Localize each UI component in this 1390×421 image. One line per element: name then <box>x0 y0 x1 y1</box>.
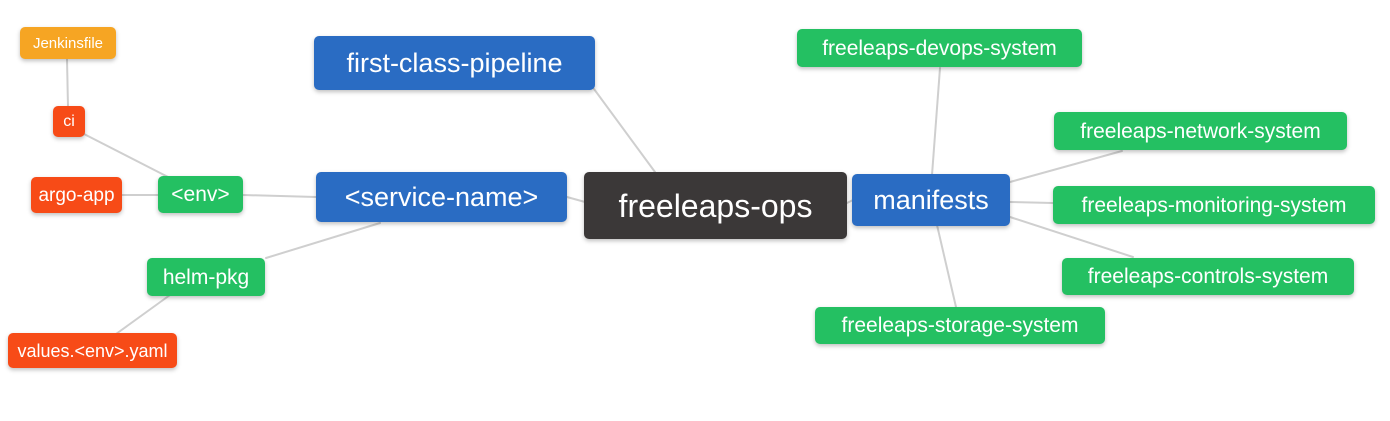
node-env[interactable]: <env> <box>158 176 243 213</box>
node-jenkinsfile[interactable]: Jenkinsfile <box>20 27 116 59</box>
node-freeleaps-monitoring-system[interactable]: freeleaps-monitoring-system <box>1053 186 1375 224</box>
edge-manifests-monitoring <box>1009 201 1054 204</box>
edge-manifests-network <box>1009 150 1123 183</box>
edge-ci-env <box>83 133 171 179</box>
node-freeleaps-controls-system[interactable]: freeleaps-controls-system <box>1062 258 1354 295</box>
edge-manifests-devops <box>931 67 941 176</box>
node-ci[interactable]: ci <box>53 106 85 137</box>
node-service-name[interactable]: <service-name> <box>316 172 567 222</box>
edge-jenkinsfile-ci <box>66 58 69 108</box>
node-argo-app[interactable]: argo-app <box>31 177 122 213</box>
edge-helmpkg-servicename <box>265 222 381 259</box>
edge-values-helmpkg <box>115 294 171 335</box>
edge-manifests-storage <box>936 224 957 308</box>
node-helm-pkg[interactable]: helm-pkg <box>147 258 265 296</box>
node-values-env-yaml[interactable]: values.<env>.yaml <box>8 333 177 368</box>
node-freeleaps-network-system[interactable]: freeleaps-network-system <box>1054 112 1347 150</box>
edge-env-servicename <box>242 194 317 198</box>
edge-manifests-controls <box>1009 216 1134 258</box>
node-freeleaps-storage-system[interactable]: freeleaps-storage-system <box>815 307 1105 344</box>
node-first-class-pipeline[interactable]: first-class-pipeline <box>314 36 595 90</box>
node-freeleaps-devops-system[interactable]: freeleaps-devops-system <box>797 29 1082 67</box>
edge-pipeline-freeleapsops <box>593 88 656 173</box>
node-manifests[interactable]: manifests <box>852 174 1010 226</box>
edge-servicename-freeleapsops <box>566 196 586 203</box>
node-freeleaps-ops[interactable]: freeleaps-ops <box>584 172 847 239</box>
